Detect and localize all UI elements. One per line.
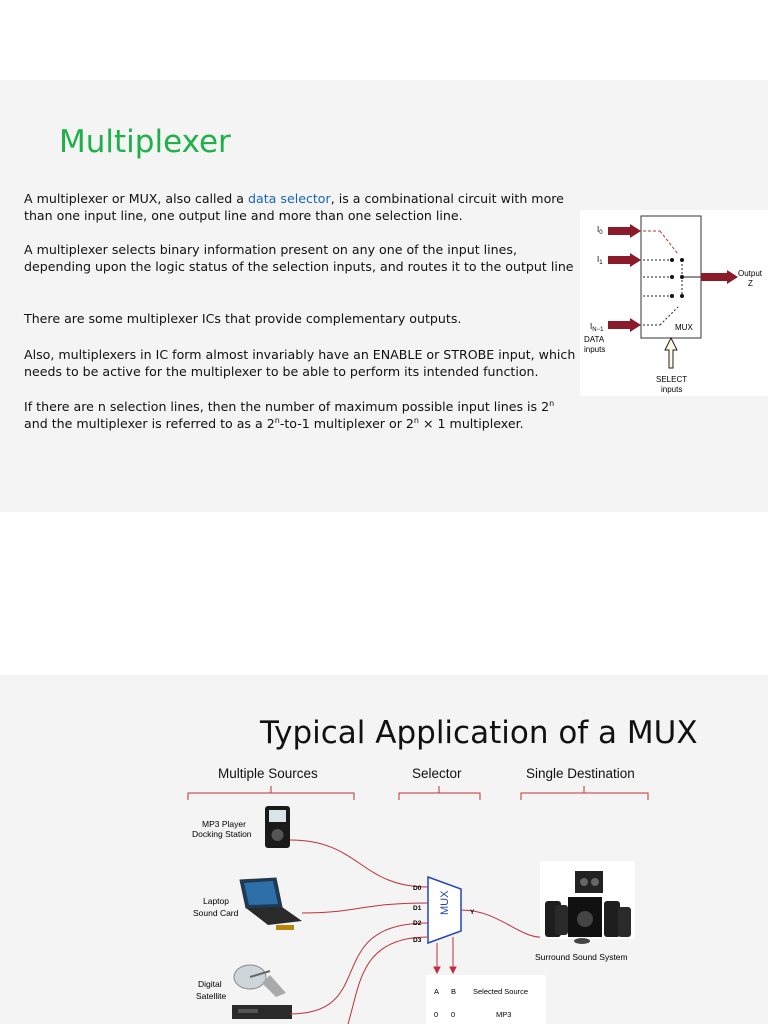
input-arrow-i0: [608, 224, 641, 238]
table-header-source: Selected Source: [473, 987, 528, 996]
label-mux: MUX: [675, 323, 693, 332]
table-cell-a: 0: [434, 1010, 438, 1019]
input-wires: [289, 839, 429, 1024]
data-selector-link[interactable]: data selector: [248, 191, 331, 206]
group-brackets: [187, 786, 649, 800]
sel-text-d: × 1 multiplexer.: [418, 416, 524, 431]
table-header-a: A: [434, 987, 439, 996]
source-laptop-line1: Laptop: [203, 896, 229, 906]
paragraph-definition: A multiplexer or MUX, also called a data…: [24, 190, 579, 224]
mux-block-diagram: I0 I1 IN−1 DATA inputs MUX Output Z SELE…: [580, 210, 768, 396]
paragraph-enable: Also, multiplexers in IC form almost inv…: [24, 347, 576, 379]
group-label-selector: Selector: [412, 766, 462, 781]
group-label-destination: Single Destination: [526, 766, 635, 781]
selected-path: [643, 230, 679, 255]
slide-title: Multiplexer: [59, 124, 231, 160]
input-arrow-i1: [608, 253, 641, 267]
destination-label: Surround Sound System: [535, 952, 628, 962]
source-laptop-line2: Sound Card: [193, 908, 239, 918]
port-d3: D3: [413, 937, 422, 944]
truth-table-bg: [426, 975, 546, 1024]
sel-text-b: and the multiplexer is referred to as a …: [24, 416, 275, 431]
port-d0: D0: [413, 885, 422, 892]
output-arrow: [701, 270, 738, 284]
mux-label: MUX: [439, 890, 451, 915]
source-mp3-line1: MP3 Player: [202, 819, 246, 829]
sup-n-3: n: [413, 415, 419, 425]
label-output-z: Z: [748, 279, 753, 288]
select-lines: [433, 937, 457, 975]
source-satellite-line1: Digital: [198, 979, 222, 989]
label-output: Output: [738, 269, 763, 278]
label-select: SELECT: [656, 375, 687, 384]
laptop-icon: [239, 877, 302, 930]
slide-application: Typical Application of a MUX Multiple So…: [0, 675, 768, 1024]
table-cell-source: MP3: [496, 1010, 511, 1019]
port-d2: D2: [413, 920, 422, 927]
sel-text-c: -to-1 multiplexer or 2: [279, 416, 414, 431]
label-data-inputs: inputs: [584, 345, 605, 354]
source-mp3-line2: Docking Station: [192, 829, 252, 839]
slide-title-2: Typical Application of a MUX: [260, 715, 698, 751]
label-select-inputs: inputs: [661, 385, 682, 394]
label-i0: I0: [597, 225, 603, 236]
satellite-dish-icon: [232, 964, 292, 1019]
sup-n-1: n: [549, 398, 555, 408]
label-i1: I1: [597, 255, 603, 266]
output-wire: [460, 909, 546, 938]
select-arrow: [664, 336, 678, 369]
label-data: DATA: [584, 335, 605, 344]
switch-dots: [670, 258, 684, 298]
slide-multiplexer: Multiplexer A multiplexer or MUX, also c…: [0, 80, 768, 512]
definition-text-b: , is a combinational circuit with more t…: [24, 191, 564, 223]
mux-trapezoid: [427, 875, 462, 945]
paragraph-complementary: There are some multiplexer ICs that prov…: [24, 311, 462, 326]
sel-text-a: If there are n selection lines, then the…: [24, 399, 550, 414]
sup-n-2: n: [274, 415, 280, 425]
surround-sound-icon: [540, 861, 635, 944]
paragraph-selection: A multiplexer selects binary information…: [24, 242, 574, 274]
application-diagram: MUX D0 D1 D2 D3 Y: [187, 786, 649, 1024]
port-d1: D1: [413, 905, 422, 912]
paragraph-selection-lines: If there are n selection lines, then the…: [24, 398, 579, 432]
table-header-b: B: [451, 987, 456, 996]
source-satellite-line2: Satellite: [196, 991, 227, 1001]
mp3-player-icon: [265, 806, 290, 848]
table-cell-b: 0: [451, 1010, 455, 1019]
port-y: Y: [470, 909, 475, 916]
definition-text-a: A multiplexer or MUX, also called a: [24, 191, 249, 206]
label-in1: IN−1: [590, 322, 604, 333]
group-label-sources: Multiple Sources: [218, 766, 318, 781]
input-arrow-in1: [608, 318, 641, 332]
